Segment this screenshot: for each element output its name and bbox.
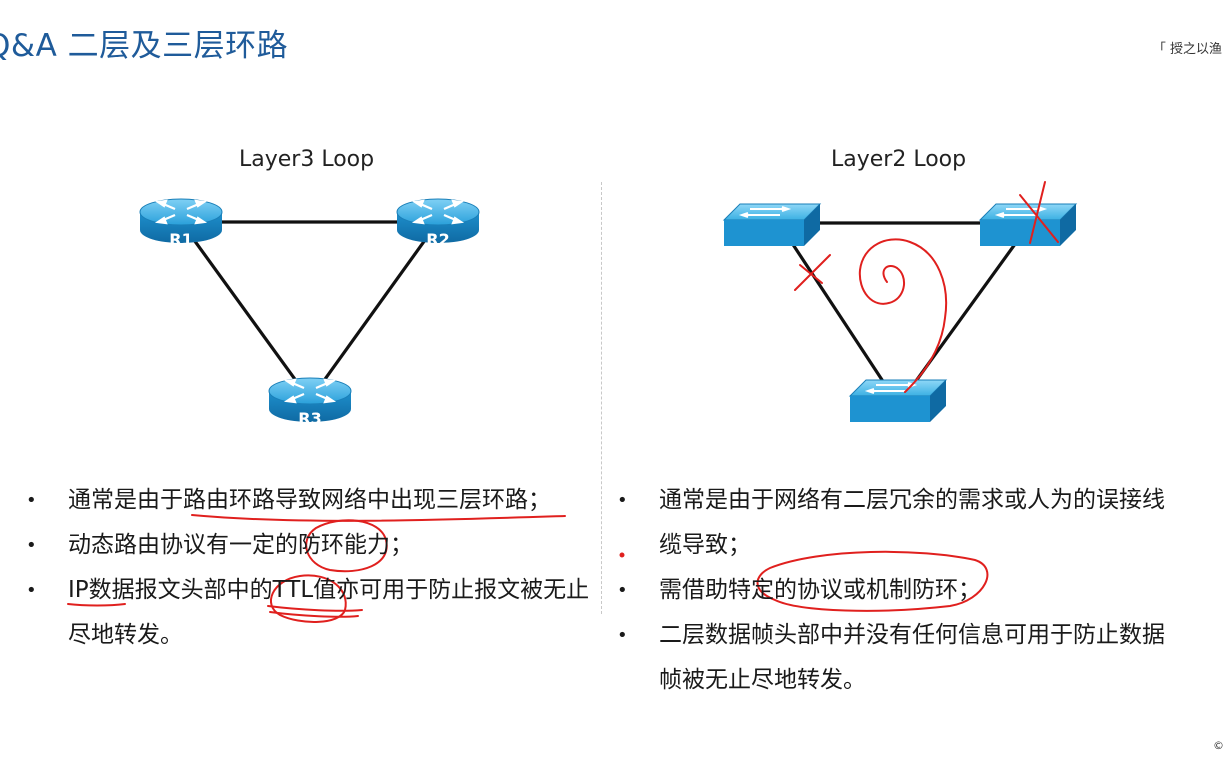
router-r1: R1 bbox=[138, 197, 224, 249]
copyright-mark: © bbox=[1213, 739, 1224, 752]
layer2-links bbox=[770, 221, 1028, 393]
switch-1 bbox=[723, 203, 821, 247]
list-item: 需借助特定的协议或机制防环； bbox=[617, 568, 1177, 613]
switch-icon bbox=[849, 379, 947, 423]
section-divider bbox=[601, 182, 602, 614]
link-r2-r3 bbox=[308, 221, 440, 401]
switch-2 bbox=[979, 203, 1077, 247]
layer3-diagram-title: Layer3 Loop bbox=[239, 147, 375, 172]
router-r3: R3 bbox=[267, 376, 353, 428]
list-item: 动态路由协议有一定的防环能力； bbox=[26, 523, 601, 568]
router-label: R3 bbox=[298, 409, 321, 428]
layer3-bullet-list: 通常是由于路由环路导致网络中出现三层环路； 动态路由协议有一定的防环能力； IP… bbox=[26, 478, 601, 658]
list-item: 通常是由于网络有二层冗余的需求或人为的误接线缆导致； bbox=[617, 478, 1177, 568]
pen-loop-spiral bbox=[858, 238, 947, 393]
page-title: Q&A 二层及三层环路 bbox=[0, 28, 289, 64]
list-item: 通常是由于路由环路导致网络中出现三层环路； bbox=[26, 478, 601, 523]
switch-icon bbox=[979, 203, 1077, 247]
switch-3 bbox=[849, 379, 947, 423]
header-slogan: 「 授之以渔 bbox=[1152, 42, 1222, 57]
pen-x-mark bbox=[794, 254, 831, 291]
layer3-links bbox=[179, 220, 440, 401]
router-r2: R2 bbox=[395, 197, 481, 249]
pen-x-mark bbox=[1019, 194, 1059, 243]
list-item: IP数据报文头部中的TTL值亦可用于防止报文被无止尽地转发。 bbox=[26, 568, 601, 658]
router-label: R2 bbox=[426, 230, 449, 249]
list-item: 二层数据帧头部中并没有任何信息可用于防止数据帧被无止尽地转发。 bbox=[617, 613, 1177, 703]
switch-icon bbox=[723, 203, 821, 247]
link-sw1-sw3 bbox=[788, 239, 892, 393]
router-label: R1 bbox=[169, 230, 192, 249]
layer2-bullet-list: 通常是由于网络有二层冗余的需求或人为的误接线缆导致； 需借助特定的协议或机制防环… bbox=[617, 478, 1177, 703]
layer2-diagram-title: Layer2 Loop bbox=[831, 147, 967, 172]
link-r1-r3 bbox=[179, 221, 312, 401]
